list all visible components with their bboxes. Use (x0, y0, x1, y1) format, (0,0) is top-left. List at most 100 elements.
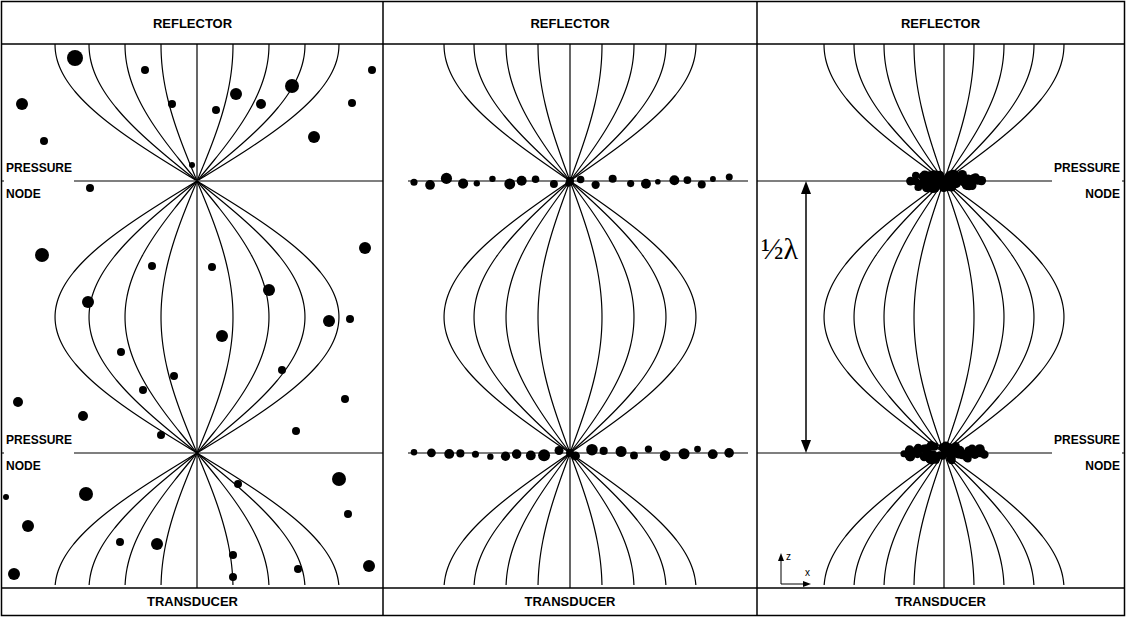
band-label: REFLECTOR (530, 16, 609, 31)
particle (359, 242, 371, 254)
field-line (444, 453, 570, 585)
particles (3, 50, 989, 581)
particle (487, 453, 493, 459)
z-axis (781, 559, 782, 584)
arrow-head (801, 440, 811, 453)
field-line (196, 44, 197, 588)
particle (928, 455, 936, 463)
field-line (444, 44, 569, 180)
particle (914, 444, 921, 451)
field-line (198, 44, 269, 180)
particle (344, 510, 352, 518)
field-line (569, 44, 570, 588)
particle (679, 448, 690, 459)
field-line (89, 453, 197, 585)
particle (82, 296, 94, 308)
particle (229, 551, 237, 559)
particle (35, 248, 49, 262)
particle (308, 131, 320, 143)
particle (694, 446, 701, 453)
pressure-node-label: PRESSURE NODE (4, 155, 74, 207)
particle (566, 449, 574, 457)
particle (212, 106, 220, 114)
arrow-head (778, 553, 784, 561)
half-wavelength-arrow (801, 181, 811, 453)
field-line (197, 453, 339, 585)
band-label: TRANSDUCER (147, 594, 238, 609)
particle (973, 176, 982, 185)
particle (504, 179, 515, 190)
particle (538, 449, 550, 461)
panel-divider (756, 2, 758, 615)
particle (278, 366, 286, 374)
arrow-head (801, 181, 811, 194)
half-wavelength-label: ½λ (761, 232, 798, 266)
panel-divider (382, 2, 384, 615)
pressure-node-label: PRESSURE NODE (1052, 427, 1122, 479)
particle (917, 180, 924, 187)
field-line (125, 44, 196, 180)
pressure-node-label: PRESSURE NODE (1052, 155, 1122, 207)
field-line (506, 181, 570, 453)
particle (230, 88, 242, 100)
field-line (125, 181, 197, 453)
field-line (506, 44, 569, 180)
field-line (884, 453, 944, 585)
particle (550, 180, 558, 188)
transducer-band: TRANSDUCER (2, 588, 383, 615)
particle (600, 447, 608, 455)
particle (444, 449, 454, 459)
field-line (943, 44, 944, 588)
field-line (89, 44, 196, 180)
particle (363, 560, 375, 572)
field-line (538, 181, 570, 453)
field-line (824, 44, 943, 180)
axis-label: z (786, 551, 791, 563)
transducer-edge (2, 587, 1124, 589)
particle (906, 453, 913, 460)
field-line (197, 181, 269, 453)
field-line (944, 181, 1064, 453)
field-line (571, 44, 696, 180)
particle (332, 472, 346, 486)
band-label: TRANSDUCER (525, 594, 616, 609)
field-line (914, 181, 944, 453)
particle (294, 565, 302, 573)
particle (78, 411, 88, 421)
transducer-band: TRANSDUCER (383, 588, 757, 615)
particle (168, 100, 176, 108)
particle (526, 451, 536, 461)
particle (86, 184, 94, 192)
field-line (945, 44, 1034, 180)
particle (16, 98, 28, 110)
particle (951, 178, 961, 188)
axes-symbol (778, 553, 811, 587)
particle (410, 179, 417, 186)
particle (229, 573, 237, 581)
particle (726, 174, 733, 181)
particle (655, 179, 661, 185)
particle (256, 99, 266, 109)
particle (501, 452, 510, 461)
field-line (55, 44, 195, 180)
particle (411, 449, 418, 456)
pressure-node-label: PRESSURE NODE (4, 427, 74, 479)
field-line (506, 453, 570, 585)
field-line (161, 453, 197, 585)
field-line (570, 181, 602, 453)
particle (346, 315, 354, 323)
particle (427, 448, 436, 457)
field-line (55, 181, 197, 453)
field-line (444, 181, 570, 453)
field-line (474, 181, 570, 453)
reflector-band: REFLECTOR (757, 2, 1124, 44)
arrow-head (803, 581, 811, 587)
particle (323, 315, 335, 327)
field-line (571, 44, 634, 180)
particle (139, 386, 147, 394)
field-line (570, 453, 666, 585)
particle (22, 520, 34, 532)
particle (208, 263, 216, 271)
